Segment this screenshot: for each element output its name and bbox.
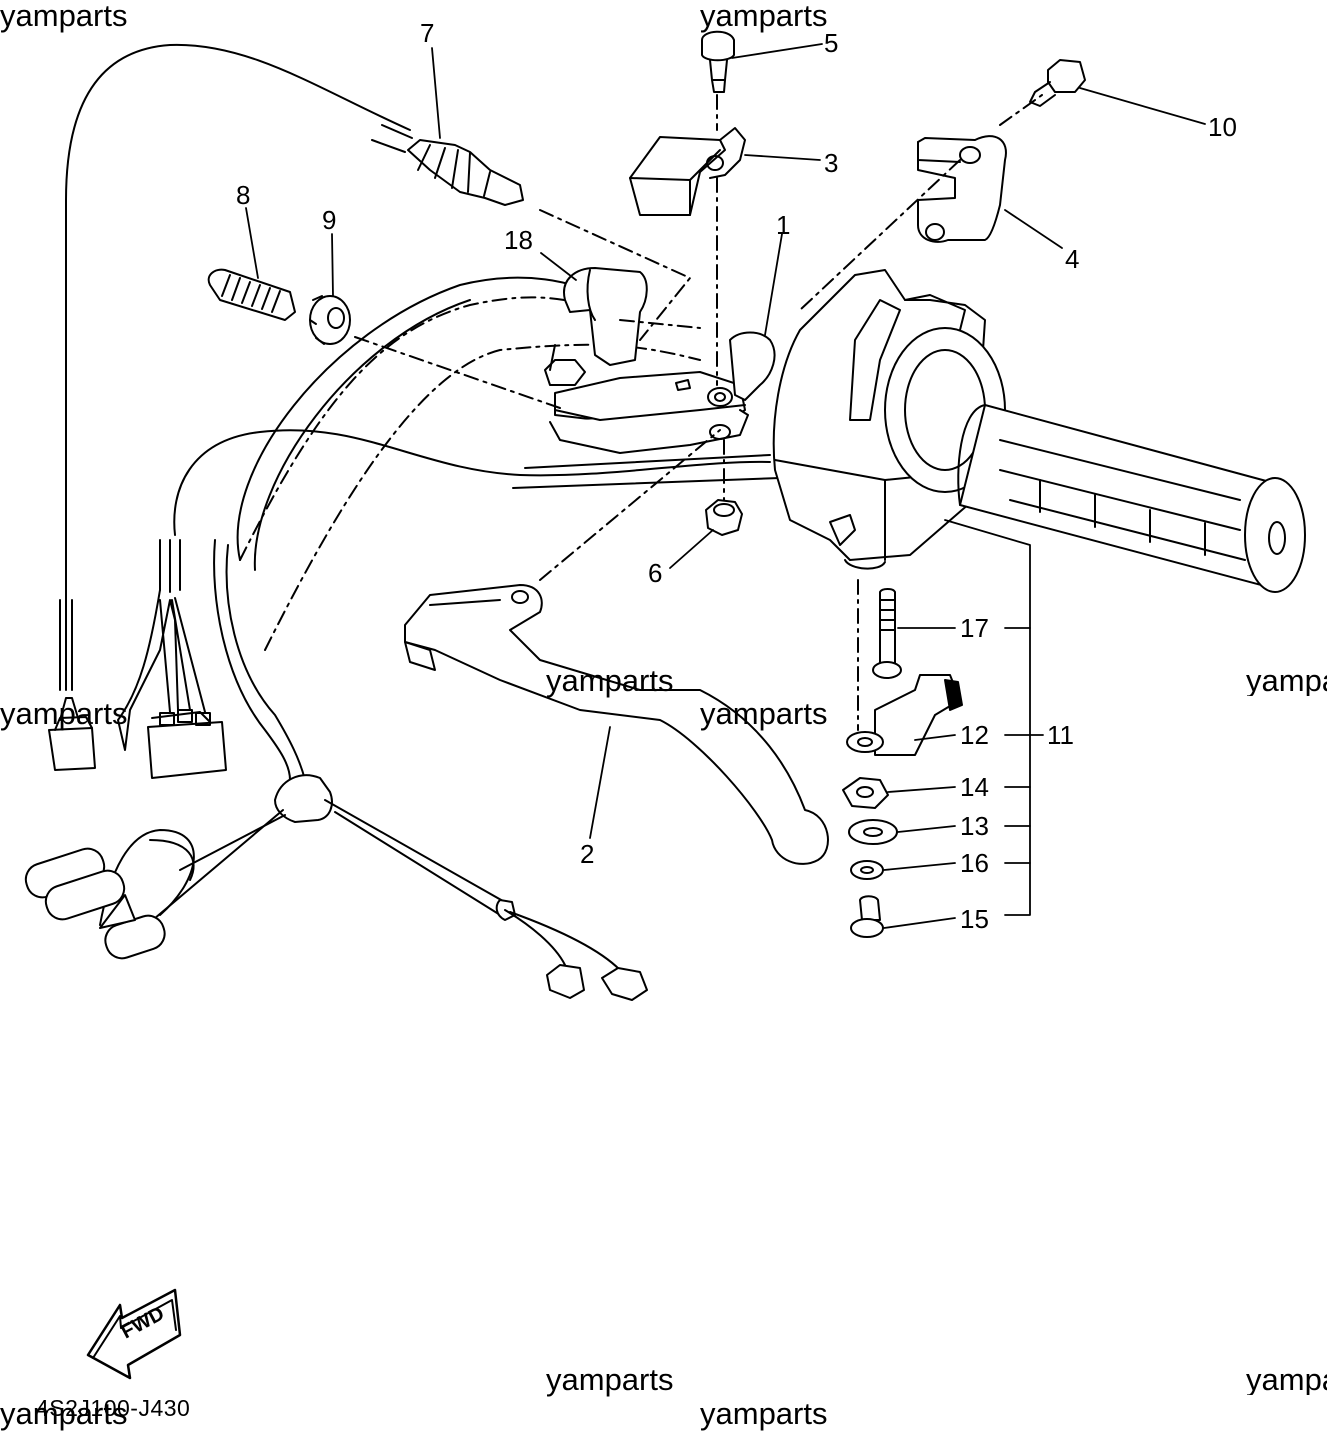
connector-large: [117, 539, 227, 779]
nut-6: [705, 499, 743, 536]
watermark: yamparts: [0, 696, 128, 731]
watermark: yamparts: [546, 663, 674, 698]
callout-2: 2: [580, 839, 595, 869]
lever-12: [846, 674, 963, 756]
connector-small: [48, 697, 96, 771]
callout-6: 6: [648, 558, 663, 588]
watermark: yamparts: [1246, 1364, 1327, 1395]
leader-lines: [245, 43, 1206, 929]
callout-8: 8: [236, 180, 251, 210]
callout-18: 18: [504, 225, 533, 255]
diagram-code: 4S2J100-J430: [36, 1395, 191, 1421]
bolt-10: [1029, 59, 1086, 107]
center-lines: [354, 94, 1043, 731]
lever-holder-1: [549, 331, 776, 454]
callout-16: 16: [960, 848, 989, 878]
callout-7: 7: [420, 18, 435, 48]
watermark: yamparts: [700, 1396, 828, 1431]
switch-wire: [173, 429, 771, 536]
lever-2: [404, 584, 829, 865]
callout-14: 14: [960, 772, 989, 802]
callout-4: 4: [1065, 244, 1080, 274]
bolt-5: [701, 30, 735, 93]
bolt-17: [872, 588, 902, 679]
callout-15: 15: [960, 904, 989, 934]
watermark: yamparts: [0, 0, 128, 33]
fwd-arrow-icon: [86, 1288, 182, 1380]
clamp-3: [629, 127, 746, 216]
watermark: yamparts: [0, 1396, 128, 1431]
callout-12: 12: [960, 720, 989, 750]
callout-10: 10: [1208, 112, 1237, 142]
cable-7: [59, 43, 524, 691]
washer-16: [850, 860, 884, 880]
callout-5: 5: [824, 28, 839, 58]
watermark: yamparts: [700, 696, 828, 731]
watermark: yamparts: [546, 1362, 674, 1397]
harness: [24, 276, 648, 1001]
nut-9: [309, 295, 351, 345]
callout-9: 9: [322, 205, 337, 235]
callout-17: 17: [960, 613, 989, 643]
watermark: yamparts: [1246, 665, 1327, 696]
nut-14: [842, 777, 889, 809]
bolt-15: [850, 895, 884, 938]
callout-13: 13: [960, 811, 989, 841]
watermark: yamparts: [700, 0, 828, 33]
holder-18: [544, 267, 648, 386]
callout-3: 3: [824, 148, 839, 178]
callout-11: 11: [1047, 720, 1074, 750]
clamp-4: [917, 135, 1007, 243]
adjuster-8: [207, 268, 296, 321]
washer-13: [848, 819, 898, 845]
handlebar-switch: [772, 269, 1006, 570]
callout-1: 1: [776, 210, 791, 240]
grip: [957, 404, 1306, 593]
